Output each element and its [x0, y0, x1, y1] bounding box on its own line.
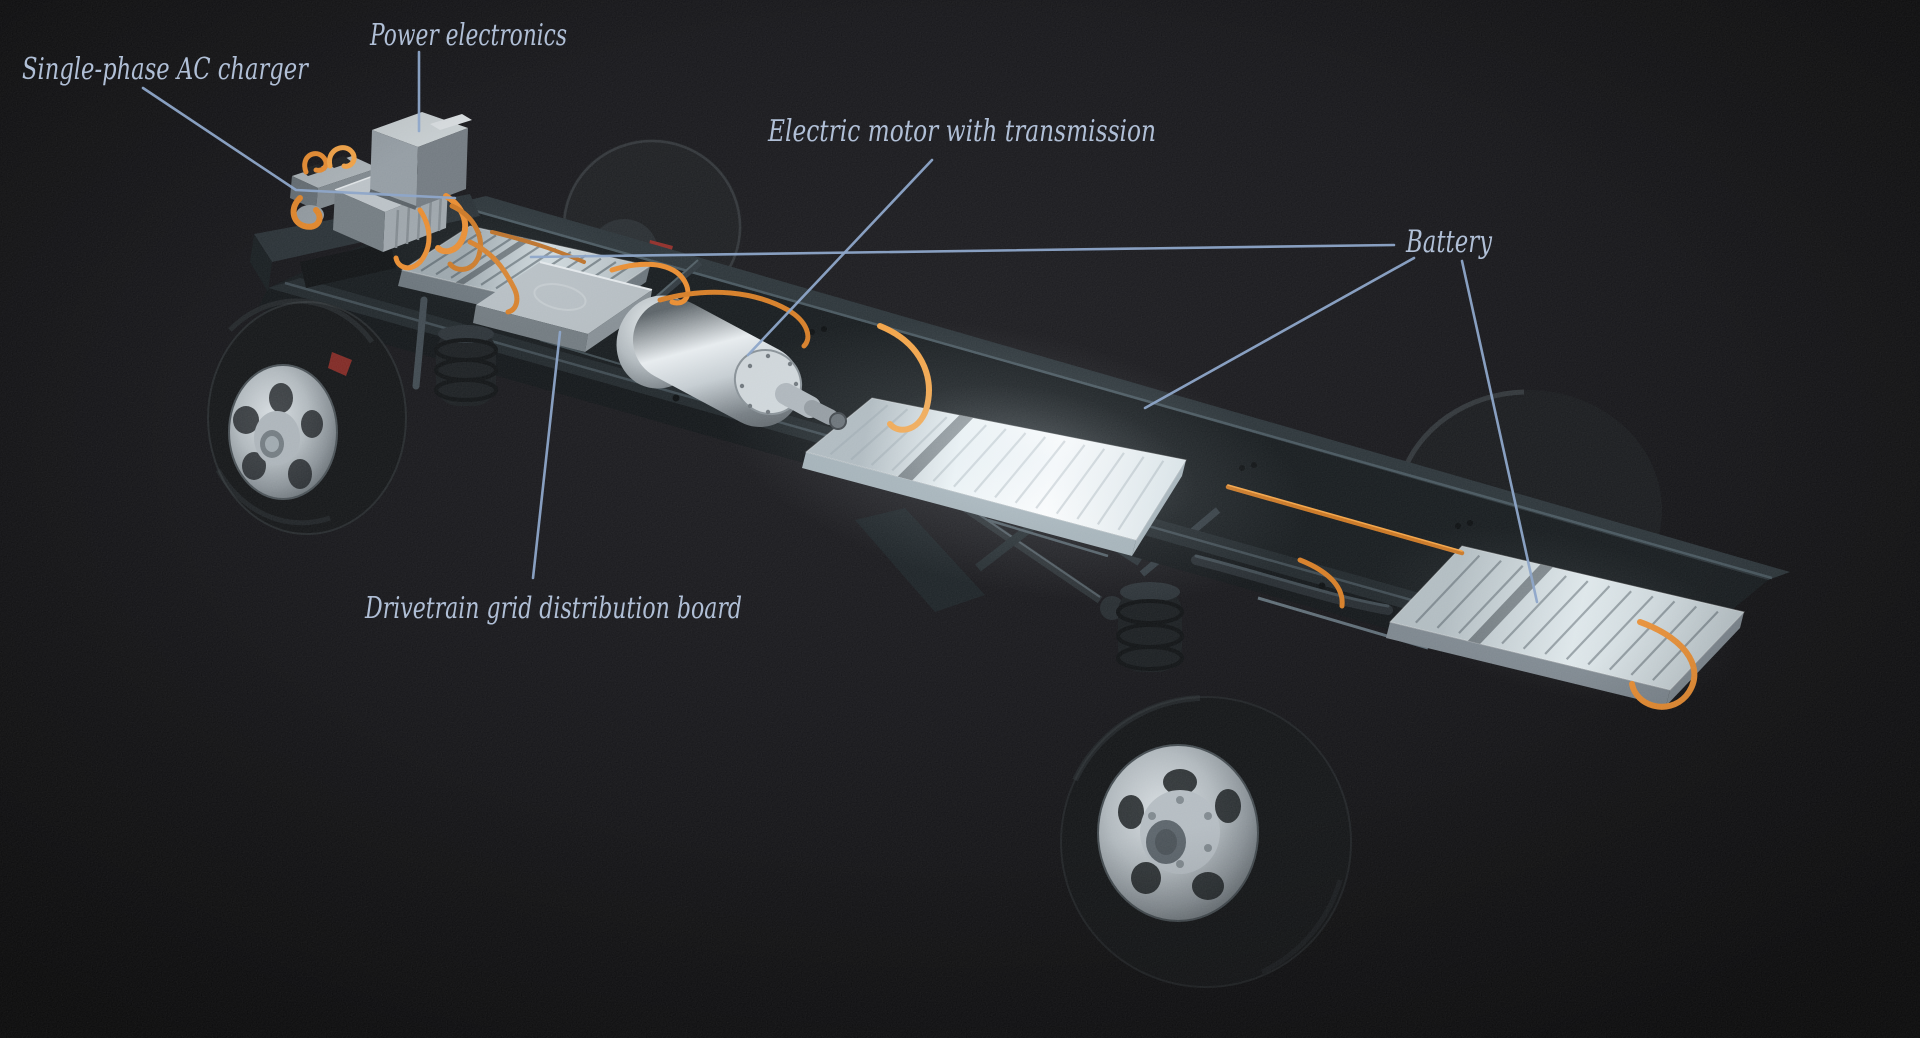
- annotation-label: Power electronics: [369, 18, 567, 53]
- annotation-label: Battery: [1405, 224, 1492, 260]
- leader-line: [1460, 259, 1539, 604]
- leader-line: [531, 330, 562, 580]
- annotation-label: Single-phase AC charger: [22, 52, 309, 87]
- annotation-battery: Battery: [529, 224, 1539, 604]
- annotations: Single-phase AC charger Power electronics…: [22, 18, 1539, 626]
- annotation-single-phase-ac-charger: Single-phase AC charger: [22, 52, 457, 200]
- annotation-electric-motor-with-transmission: Electric motor with transmission: [746, 114, 1156, 357]
- annotation-power-electronics: Power electronics: [369, 18, 567, 133]
- leader-line: [1143, 256, 1416, 410]
- annotation-label: Drivetrain grid distribution board: [364, 591, 742, 626]
- leader-line: [529, 243, 1396, 259]
- leader-line: [141, 86, 457, 200]
- annotation-label: Electric motor with transmission: [767, 114, 1156, 149]
- annotation-drivetrain-grid-distribution-board: Drivetrain grid distribution board: [364, 330, 742, 626]
- leader-line: [746, 158, 934, 357]
